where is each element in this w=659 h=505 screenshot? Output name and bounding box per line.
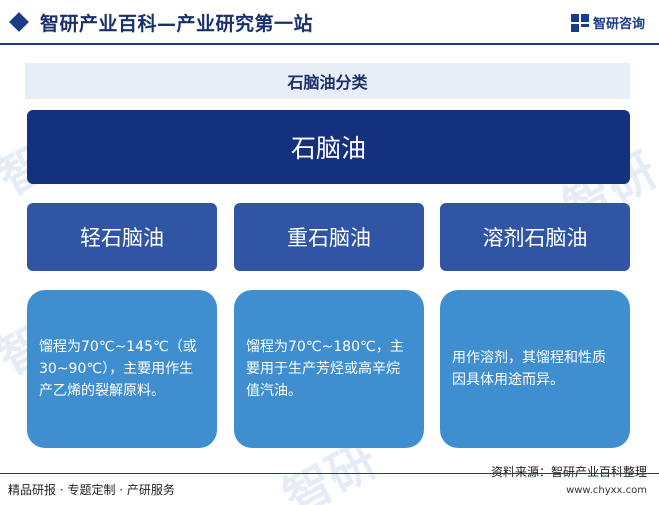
category-label: 重石脑油 (287, 226, 371, 250)
description-node-light: 馏程为70℃~145℃（或30~90℃），主要用作生产乙烯的裂解原料。 (27, 290, 217, 448)
description-text: 馏程为70℃~145℃（或30~90℃），主要用作生产乙烯的裂解原料。 (39, 339, 197, 399)
logo-mark-icon (570, 13, 589, 32)
footer-tagline: 精品研报 · 专题定制 · 产研服务 (8, 483, 175, 497)
diagram-title: 石脑油分类 (287, 73, 368, 92)
header-divider (0, 43, 659, 45)
root-node-label: 石脑油 (290, 134, 366, 163)
description-node-heavy: 馏程为70℃~180℃，主要用于生产芳烃或高辛烷值汽油。 (234, 290, 424, 448)
category-label: 轻石脑油 (80, 226, 164, 250)
footer-divider (0, 473, 659, 474)
root-node: 石脑油 (27, 110, 630, 184)
description-text: 馏程为70℃~180℃，主要用于生产芳烃或高辛烷值汽油。 (246, 339, 404, 399)
footer-url: www.chyxx.com (566, 485, 647, 496)
logo-text: 智研咨询 (592, 17, 645, 32)
category-node-light: 轻石脑油 (27, 203, 217, 271)
diamond-icon (9, 12, 29, 32)
category-label: 溶剂石脑油 (482, 226, 588, 250)
logo: 智研咨询 (570, 13, 645, 32)
source-note: 资料来源：智研产业百科整理 (490, 465, 647, 479)
header: 智研产业百科—产业研究第一站 智研咨询 (0, 0, 659, 44)
site-title: 智研产业百科—产业研究第一站 (40, 13, 314, 35)
description-text: 用作溶剂，其馏程和性质因具体用途而异。 (452, 350, 606, 388)
diagram-title-bar: 石脑油分类 (25, 63, 630, 99)
category-node-solvent: 溶剂石脑油 (440, 203, 630, 271)
category-node-heavy: 重石脑油 (234, 203, 424, 271)
description-node-solvent: 用作溶剂，其馏程和性质因具体用途而异。 (440, 290, 630, 448)
